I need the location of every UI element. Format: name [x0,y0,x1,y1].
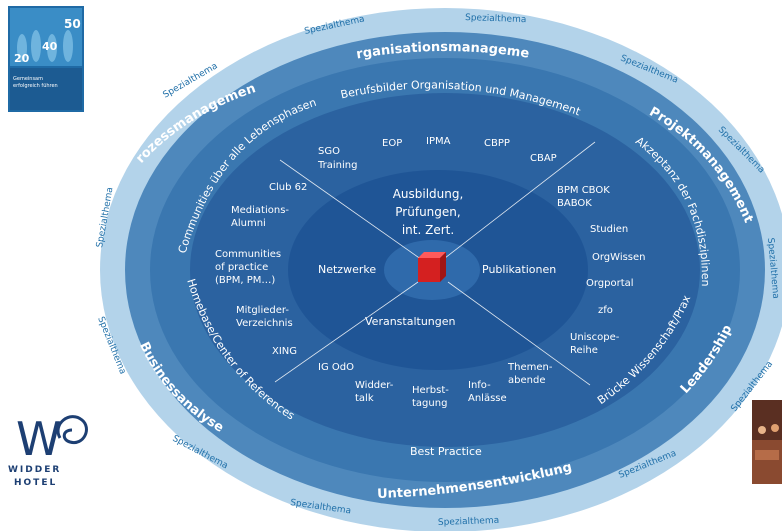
item-ipma: IPMA [426,136,451,147]
item-info-1: Info- [468,380,491,391]
item-best-practice: Best Practice [410,445,482,458]
item-uniscope-1: Uniscope- [570,332,620,343]
item-eop: EOP [382,138,402,149]
divider-lines [274,141,596,386]
item-mitglieder-2: Verzeichnis [236,318,293,329]
center-left-label: Netzwerke [318,263,376,276]
item-cop-3: (BPM, PM…) [215,275,275,286]
item-cbap: CBAP [530,153,557,164]
logo-spiral-icon [56,415,88,445]
logo-sub: HOTEL [14,478,57,488]
item-sgo-2: Training [317,160,357,171]
center-top-line-1: Ausbildung, [393,187,464,201]
item-sgo-1: SGO [318,146,340,157]
item-bpmcbok-1: BPM CBOK [557,185,610,196]
item-cbpp: CBPP [484,138,510,149]
item-bpmcbok-2: BABOK [557,198,592,209]
book-number-40: 40 [42,40,58,53]
item-club62: Club 62 [269,182,307,193]
item-herbsttagung-2: tagung [412,398,447,409]
item-zfo: zfo [598,305,613,316]
logo-name: WIDDER [8,465,61,475]
center-top-line-3: int. Zert. [402,223,454,237]
item-studien: Studien [590,224,628,235]
spez-2: Spezialthema [465,13,527,25]
widder-hotel-logo: W WIDDER HOTEL [8,412,88,488]
item-mediations-1: Mediations- [231,205,289,216]
item-xing: XING [272,346,297,357]
divider-bottom-left [274,281,419,383]
book-cover-image: 50 40 20 Gemeinsam erfolgreich führen [8,6,84,112]
item-cop-2: of practice [215,262,268,273]
center-top-label: Ausbildung, Prüfungen, int. Zert. [393,187,464,237]
item-themen-2: abende [508,375,545,386]
item-themen-1: Themen- [507,362,553,373]
divider-bottom-right [447,281,591,386]
divider-top-left [279,159,426,263]
center-bottom-label: Veranstaltungen [365,315,456,328]
photo-person-1 [758,426,766,434]
item-cop-1: Communities [215,249,281,260]
item-orgwissen: OrgWissen [592,252,646,263]
item-mitglieder-1: Mitglieder- [236,305,289,316]
figure-3 [47,34,57,62]
divider-top-right [444,141,596,259]
book-figures [17,30,73,62]
book-title-2: erfolgreich führen [13,83,58,89]
cube-icon [418,252,446,282]
center-top-line-2: Prüfungen, [395,205,460,219]
figure-1 [17,34,27,62]
book-number-20: 20 [14,52,30,65]
book-number-50: 50 [64,17,81,31]
item-uniscope-2: Reihe [570,345,598,356]
item-orgportal: Orgportal [586,278,634,289]
photo-highlight [755,450,779,460]
item-herbsttagung-1: Herbst- [412,385,449,396]
figure-4 [63,30,73,62]
photo-shade [752,440,782,484]
figure-2 [31,30,41,62]
event-photo [752,400,782,484]
center-right-label: Publikationen [482,263,556,276]
item-widdertalk-2: talk [355,393,374,404]
item-info-2: Anlässe [468,393,507,404]
book-title-1: Gemeinsam [13,76,43,82]
book-title-panel [10,68,82,110]
logo-w-glyph: W [16,412,61,466]
item-mediations-2: Alumni [231,218,266,229]
spez-13: Spezialthema [438,516,500,528]
item-igodo: IG OdO [318,362,354,373]
item-widdertalk-1: Widder- [355,380,394,391]
photo-person-2 [771,424,779,432]
